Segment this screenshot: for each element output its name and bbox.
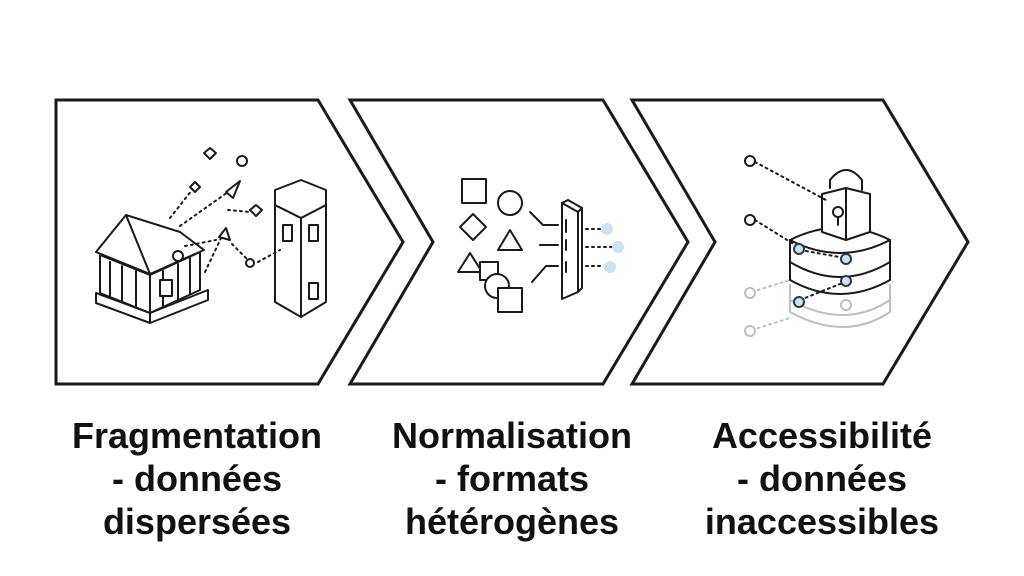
step-1-title: Fragmentation	[71, 415, 322, 456]
locked-database-icon	[744, 155, 891, 337]
step-1-subtitle: - données	[111, 458, 282, 499]
step-2-chevron	[347, 98, 690, 386]
step-2-subtitle: - formats	[434, 458, 590, 499]
step-3-detail: inaccessibles	[704, 501, 940, 542]
building-and-tower-fragmentation-icon	[95, 147, 327, 324]
step-3-caption: Accessibilité - données inaccessibles	[672, 414, 972, 543]
step-1-caption: Fragmentation - données dispersées	[47, 414, 347, 543]
step-1-detail: dispersées	[102, 501, 292, 542]
shapes-funnel-normalization-icon	[457, 178, 624, 313]
step-3-title: Accessibilité	[711, 415, 933, 456]
step-2-caption: Normalisation - formats hétérogènes	[362, 414, 662, 543]
step-3-subtitle: - données	[736, 458, 907, 499]
step-2-title: Normalisation	[391, 415, 633, 456]
step-2-detail: hétérogènes	[404, 501, 620, 542]
